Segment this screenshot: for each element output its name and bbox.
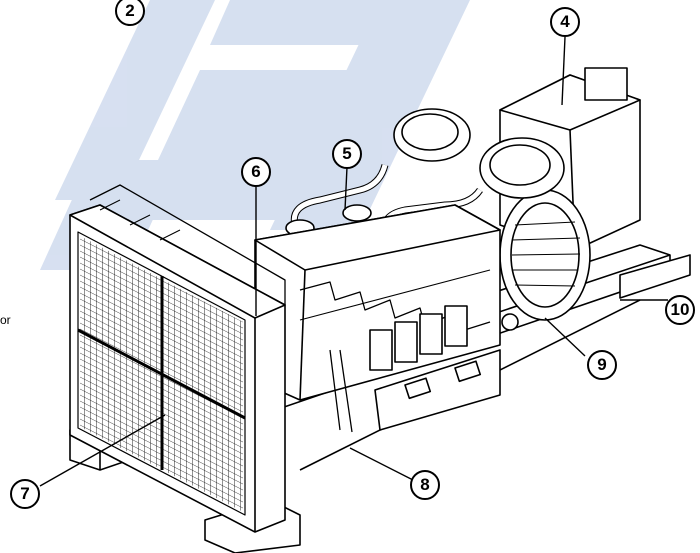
callout-8: 8: [410, 470, 440, 500]
leader-8: [349, 447, 414, 481]
callout-6: 6: [241, 157, 271, 187]
leader-4: [561, 36, 566, 106]
leader-5: [344, 166, 348, 211]
radiator-mesh: [80, 236, 243, 512]
partial-label: or: [0, 313, 11, 327]
callout-4: 4: [550, 7, 580, 37]
callout-2: 2: [115, 0, 145, 26]
leader-9: [544, 317, 586, 357]
alternator: [499, 67, 641, 321]
callout-5: 5: [332, 139, 362, 169]
air-filters: [285, 108, 565, 237]
leader-7: [39, 414, 166, 487]
callout-7: 7: [10, 479, 40, 509]
engine-block: [254, 204, 519, 433]
callout-10: 10: [665, 295, 695, 325]
callout-9: 9: [587, 350, 617, 380]
leader-lines: [39, 36, 668, 487]
